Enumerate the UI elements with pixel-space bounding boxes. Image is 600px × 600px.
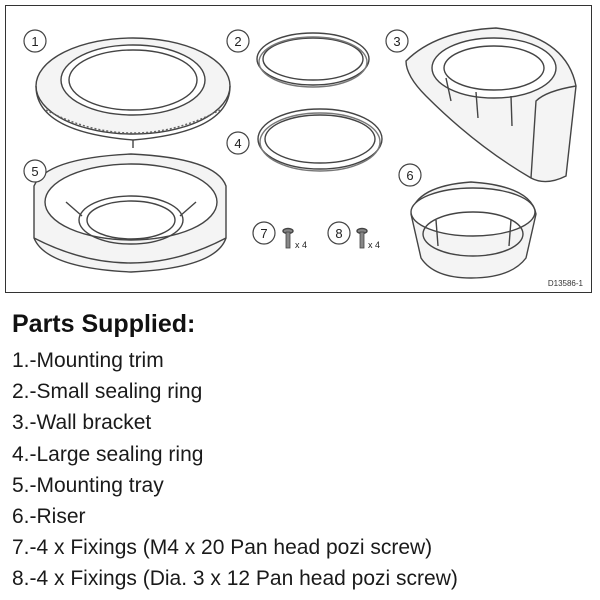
parts-heading: Parts Supplied:: [12, 310, 196, 338]
callout-2: 2: [234, 34, 241, 49]
callout-3: 3: [393, 34, 400, 49]
callout-circle-4: [226, 131, 250, 155]
qty-label-7: x 4: [295, 240, 307, 250]
callout-5: 5: [31, 164, 38, 179]
list-item: 6.-Riser: [12, 505, 86, 529]
callout-circle-7: [252, 221, 276, 245]
parts-list: 1.-Mounting trim 2.-Small sealing ring 3…: [12, 345, 592, 595]
parts-list-section: Parts Supplied: 1.-Mounting trim 2.-Smal…: [12, 310, 592, 595]
callout-6: 6: [406, 168, 413, 183]
list-item: 2.-Small sealing ring: [12, 380, 203, 404]
list-item: 3.-Wall bracket: [12, 411, 152, 435]
list-item: 5.-Mounting tray: [12, 473, 164, 497]
callout-circle-6: [398, 163, 422, 187]
parts-illustration: 1 2 3 4 5 6 7 8 x 4 x 4: [23, 27, 577, 279]
list-item: 8.-4 x Fixings (Dia. 3 x 12 Pan head poz…: [12, 567, 458, 591]
mounting-tray-drawing: [33, 153, 227, 273]
callout-circle-3: [385, 29, 409, 53]
mounting-trim-drawing: [35, 37, 231, 148]
m4-screw-drawing: [282, 227, 294, 249]
figure-code: D13586-1: [547, 279, 583, 288]
large-sealing-ring-drawing: [257, 108, 383, 172]
callout-4: 4: [234, 136, 241, 151]
callout-circle-1: [23, 29, 47, 53]
callout-circle-8: [327, 221, 351, 245]
list-item: 7.-4 x Fixings (M4 x 20 Pan head pozi sc…: [12, 536, 433, 560]
callout-circle-5: [23, 159, 47, 183]
list-item: 4.-Large sealing ring: [12, 442, 204, 466]
dia3-screw-drawing: [356, 227, 368, 249]
callout-8: 8: [335, 226, 342, 241]
qty-label-8: x 4: [368, 240, 380, 250]
callout-circle-2: [226, 29, 250, 53]
callout-7: 7: [260, 226, 267, 241]
parts-diagram: 1 2 3 4 5 6 7 8 x 4 x 4 D13586-1: [5, 5, 592, 293]
list-item: 1.-Mounting trim: [12, 349, 164, 372]
small-sealing-ring-drawing: [256, 32, 370, 88]
callout-1: 1: [31, 34, 38, 49]
wall-bracket-drawing: [405, 27, 577, 183]
riser-drawing: [410, 181, 537, 279]
